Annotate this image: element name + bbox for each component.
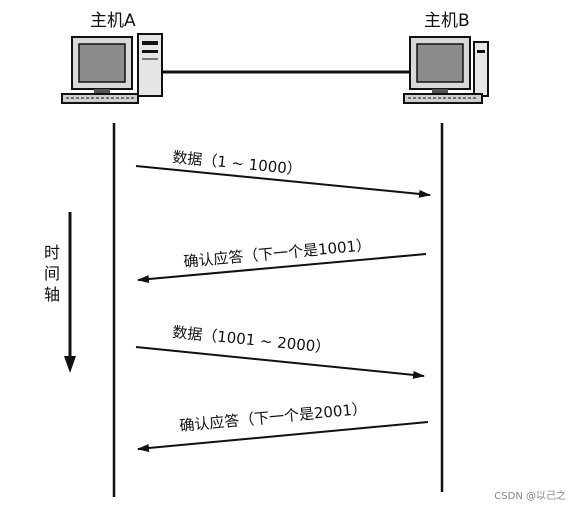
message-label-1: 数据（1 ~ 1000） bbox=[172, 148, 303, 179]
time-axis-char-3: 轴 bbox=[44, 285, 60, 304]
host-b-label: 主机B bbox=[424, 11, 470, 31]
time-axis-arrowhead-icon bbox=[64, 356, 76, 373]
message-arrow-4 bbox=[137, 421, 429, 452]
host-a-label: 主机A bbox=[90, 11, 136, 31]
message-label-3: 数据（1001 ~ 2000） bbox=[172, 323, 331, 357]
time-axis-char-1: 时 bbox=[44, 243, 60, 262]
message-arrow-3 bbox=[135, 346, 425, 379]
time-axis-char-2: 间 bbox=[44, 264, 60, 283]
watermark: CSDN @以己之 bbox=[494, 491, 566, 502]
message-arrow-2 bbox=[137, 253, 427, 283]
message-arrow-1 bbox=[135, 165, 431, 198]
host-b-computer-icon bbox=[403, 36, 489, 104]
host-a-computer-icon bbox=[61, 33, 163, 104]
message-label-2: 确认应答（下一个是1001） bbox=[183, 236, 372, 271]
